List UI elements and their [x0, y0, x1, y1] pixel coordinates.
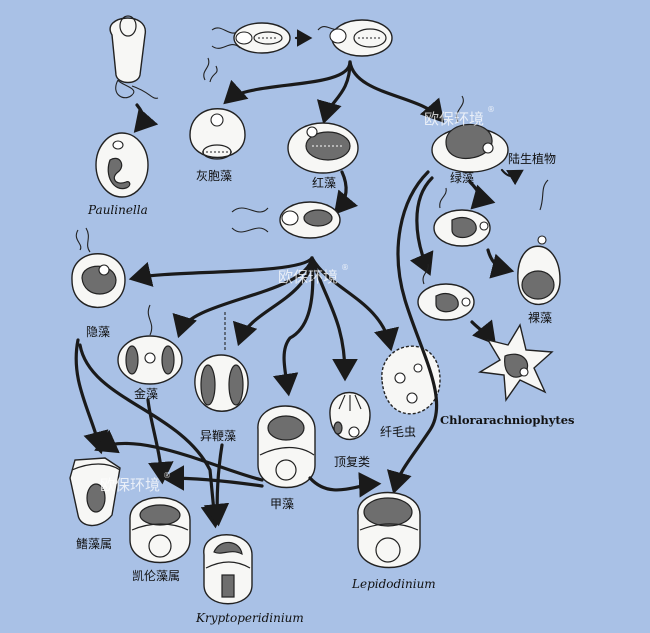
arrow-green-to-chlorarachnio	[409, 176, 434, 276]
chlorarachniophyte-cell	[477, 323, 554, 402]
paulinella-cell	[95, 132, 149, 198]
arrow-to-red	[316, 60, 352, 125]
label-chrysophyte: 金藻	[134, 386, 158, 401]
svg-text:欧保环境: 欧保环境	[100, 476, 160, 494]
red-algae-cell	[287, 122, 359, 174]
primary-plastid-host	[317, 19, 393, 57]
arrow-to-dinoflagellate	[272, 256, 315, 397]
apicomplexa-cell	[329, 391, 371, 441]
svg-text:欧保环境: 欧保环境	[424, 110, 484, 128]
arrow-to-land-plants	[500, 168, 524, 186]
label-green-algae: 绿藻	[450, 170, 474, 185]
karenia-cell	[129, 496, 191, 564]
red-secondary-host	[231, 201, 341, 239]
arrow-chryso-to-karenia	[146, 398, 174, 485]
label-heterokont: 异鞭藻	[200, 429, 236, 443]
arrow-to-glaucophyte	[223, 60, 352, 105]
arrow-to-heterokont	[232, 256, 314, 347]
watermark-1: 欧保环境 ®	[424, 105, 495, 128]
label-red-algae: 红藻	[312, 175, 336, 190]
label-euglena: 裸藻	[528, 310, 552, 325]
arrow-to-cryptophyte	[128, 256, 314, 287]
arrow-green-to-lepidodinium	[386, 170, 439, 495]
label-cryptophyte: 隐藻	[86, 325, 110, 339]
label-glaucophyte: 灰胞藻	[196, 169, 232, 183]
dinoflagellate-cell	[257, 405, 316, 489]
cryptophyte-cell	[71, 227, 126, 309]
green-secondary-host-1	[433, 187, 491, 247]
green-secondary-host-2	[417, 263, 475, 321]
arrow-red-to-secondary	[333, 170, 359, 215]
watermark-2: 欧保环境 ®	[278, 263, 349, 286]
heterokont-cell	[194, 312, 249, 412]
label-apicomplexa: 顶复类	[334, 455, 370, 469]
label-dinoflagellate: 甲藻	[270, 497, 294, 511]
svg-text:欧保环境: 欧保环境	[278, 268, 338, 286]
label-ciliate: 纤毛虫	[380, 425, 416, 439]
glaucophyte-cell	[189, 57, 246, 160]
arrow-to-green	[348, 60, 445, 123]
arrow-to-euglena	[486, 248, 515, 279]
svg-text:®: ®	[163, 471, 171, 480]
label-dinophysis: 鳍藻属	[76, 537, 112, 551]
arrow-hetero-to-kryptoperidinium	[203, 443, 230, 527]
host-engulfing-cyanobacterium	[211, 22, 291, 54]
label-chlorarachniophytes: Chlorarachniophytes	[440, 413, 575, 427]
arrow-to-ciliate	[310, 256, 400, 352]
green-algae-cell	[431, 95, 509, 173]
ciliate-cell	[381, 345, 441, 415]
arrow-dino-to-lepidodinium	[308, 472, 382, 498]
kryptoperidinium-cell	[203, 534, 253, 605]
paulinella-ancestor	[109, 15, 159, 99]
arrow-to-chrysophyte	[172, 256, 314, 339]
watermark-3: 欧保环境 ®	[100, 471, 171, 494]
label-land-plants: 陆生植物	[508, 151, 556, 166]
chrysophyte-cell	[117, 304, 183, 385]
arrow-to-apicomplexa	[310, 256, 358, 382]
arrow-crypto-to-dinophysis	[74, 338, 109, 455]
svg-text:®: ®	[487, 105, 495, 114]
arrow-dino-to-karenia	[161, 465, 264, 491]
arrow-to-paulinella	[133, 103, 159, 133]
label-kryptoperidinium: Kryptoperidinium	[195, 611, 304, 625]
label-karenia: 凯伦藻属	[132, 568, 180, 583]
euglena-cell	[517, 179, 561, 306]
arrow-dino-to-dinophysis	[94, 429, 264, 482]
label-paulinella: Paulinella	[87, 203, 148, 217]
lepidodinium-cell	[357, 491, 421, 569]
svg-text:®: ®	[341, 263, 349, 272]
arrow-green-down	[468, 180, 496, 210]
dinophysis-cell	[69, 457, 121, 527]
arrow-crypto-to-kryptoperidinium	[78, 343, 227, 529]
label-lepidodinium: Lepidodinium	[351, 577, 436, 591]
arrow-to-chlorarachnio-cell	[470, 319, 497, 345]
